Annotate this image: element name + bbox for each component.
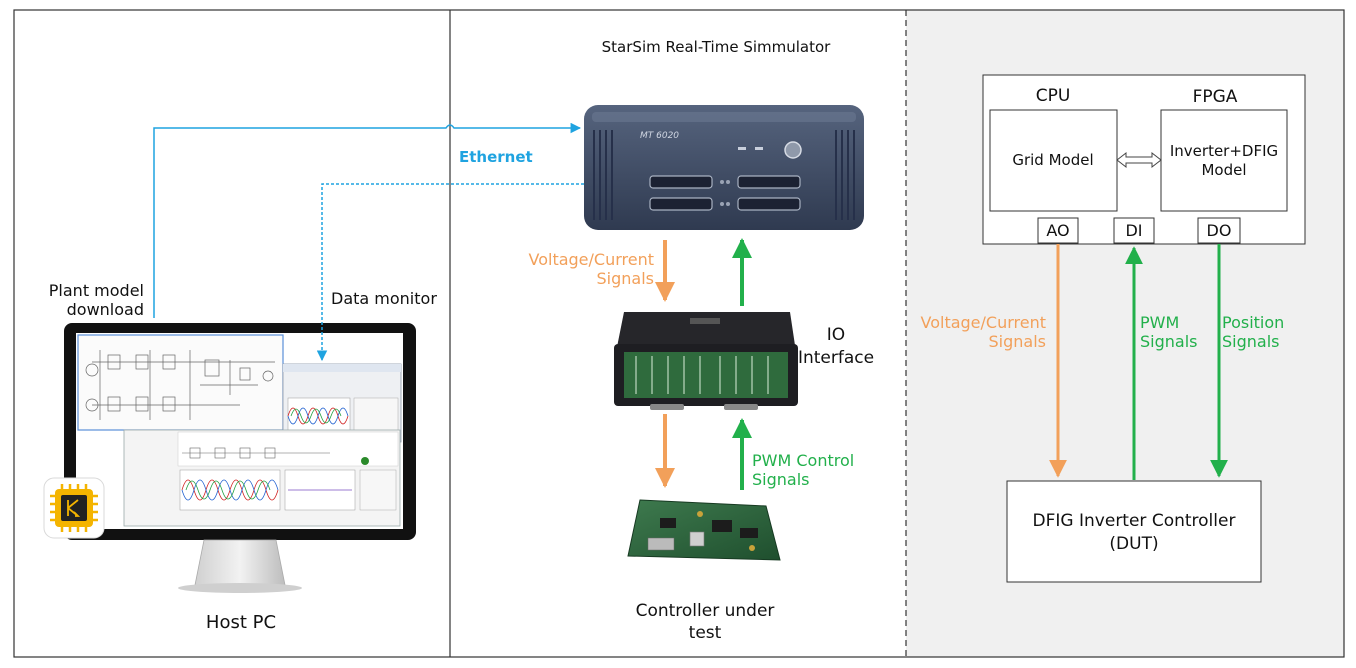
host-pc-monitor	[64, 323, 416, 593]
data-monitor-arrow	[316, 183, 584, 362]
vc-signals-line2: Signals	[597, 269, 654, 288]
io-interface-line2: Interface	[798, 348, 874, 368]
device-model-label: MT 6020	[640, 131, 679, 141]
port-do	[1197, 217, 1241, 244]
dut-line2: (DUT)	[1109, 534, 1158, 554]
fpga-label: FPGA	[1193, 87, 1238, 107]
arch-pwm-line2: Signals	[1140, 332, 1197, 351]
simulator-device: MT 6020	[584, 105, 864, 230]
port-di	[1113, 217, 1155, 244]
io-interface-device	[614, 312, 798, 410]
arch-pwm-line1: PWM	[1140, 313, 1179, 332]
chip-logo-icon	[43, 477, 105, 539]
bidirectional-arrow-icon	[1116, 151, 1162, 169]
pwm-control-line2: Signals	[752, 470, 809, 489]
controller-board	[627, 499, 781, 561]
controller-line2: test	[689, 623, 722, 643]
ethernet-label: Ethernet	[459, 148, 533, 166]
plant-model-label-line2: download	[67, 300, 144, 319]
host-pc-title: Host PC	[206, 612, 276, 633]
data-monitor-label: Data monitor	[331, 289, 437, 308]
port-do-label: DO	[1207, 221, 1232, 240]
inverter-model-box	[1160, 109, 1288, 212]
port-di-label: DI	[1125, 221, 1142, 240]
pwm-control-line1: PWM Control	[752, 451, 854, 470]
plant-model-download-arrow	[153, 122, 582, 318]
arch-position-line1: Position	[1222, 313, 1284, 332]
simulator-title: StarSim Real-Time Simmulator	[602, 38, 832, 56]
grid-model-box	[989, 109, 1118, 212]
grid-model-label: Grid Model	[1012, 151, 1093, 169]
inverter-model-line1: Inverter+DFIG	[1170, 142, 1278, 160]
dut-box	[1006, 480, 1262, 583]
status-led-icon	[361, 457, 369, 465]
port-ao	[1037, 217, 1079, 244]
cpu-label: CPU	[1036, 86, 1071, 106]
arch-position-line2: Signals	[1222, 332, 1279, 351]
inverter-model-line2: Model	[1201, 161, 1246, 179]
controller-line1: Controller under	[636, 601, 775, 621]
plant-model-label-line1: Plant model	[49, 281, 144, 300]
io-interface-line1: IO	[827, 325, 845, 345]
port-ao-label: AO	[1046, 221, 1069, 240]
schematic-window	[77, 334, 284, 431]
vc-signals-line1: Voltage/Current	[529, 250, 655, 269]
arch-vc-line2: Signals	[989, 332, 1046, 351]
outer-frame	[13, 9, 1345, 658]
dut-line1: DFIG Inverter Controller	[1033, 511, 1236, 531]
power-button-icon	[784, 141, 802, 159]
arch-vc-line1: Voltage/Current	[921, 313, 1047, 332]
